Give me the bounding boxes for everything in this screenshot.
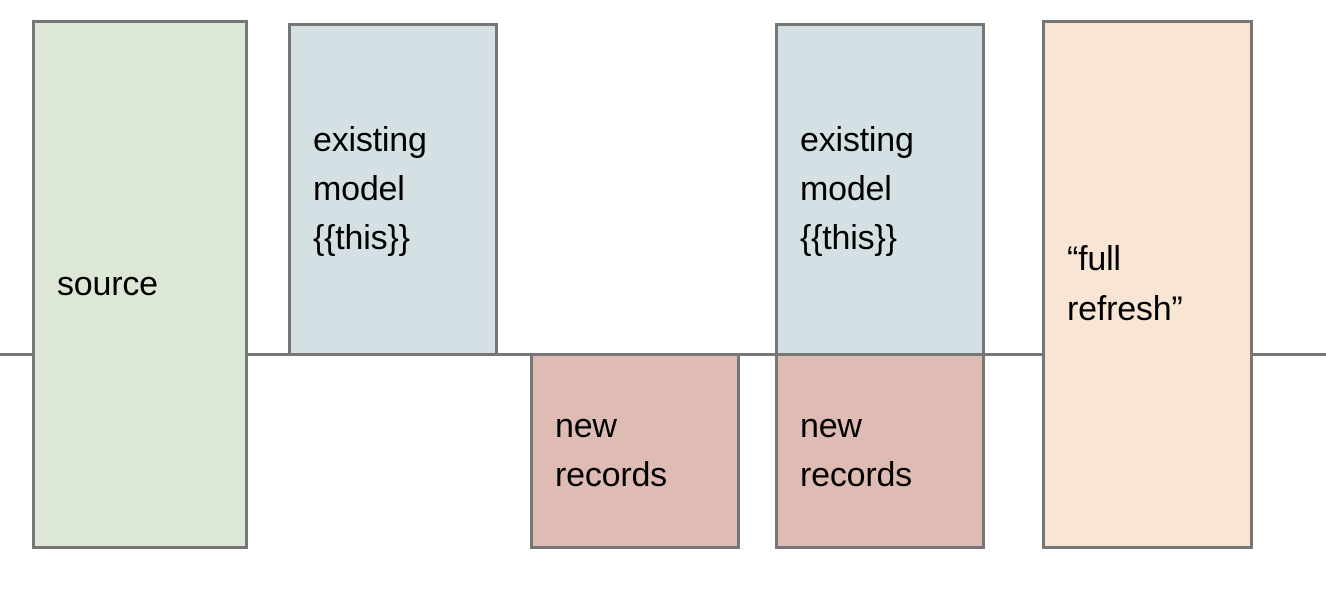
box-full-refresh-label: “full refresh” [1067, 240, 1183, 328]
box-source[interactable]: source [32, 20, 248, 549]
box-existing-model-2-label: existing model {{this}} [800, 120, 914, 258]
box-existing-model-1-label: existing model {{this}} [313, 120, 427, 258]
box-new-records-2-label: new records [800, 406, 912, 494]
box-full-refresh[interactable]: “full refresh” [1042, 20, 1253, 549]
box-existing-model-2[interactable]: existing model {{this}} [775, 23, 985, 356]
box-new-records-1[interactable]: new records [530, 353, 740, 549]
box-new-records-1-label: new records [555, 406, 667, 494]
box-existing-model-1[interactable]: existing model {{this}} [288, 23, 498, 356]
box-source-label: source [57, 264, 158, 303]
box-new-records-2[interactable]: new records [775, 353, 985, 549]
